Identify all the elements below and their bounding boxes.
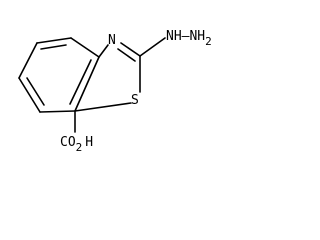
hydrazino-subscript: 2 (205, 35, 212, 48)
double-bond-c6-c7 (26, 77, 45, 106)
hydrazino-nh: NH (166, 29, 182, 44)
bond-c2-hydrazino (139, 37, 166, 57)
carboxyl-h: H (85, 135, 93, 150)
hydrazino-label: NH–NH2 (166, 29, 212, 48)
ring-sulfur-label: S (131, 93, 139, 108)
bond-c3a-n3 (98, 44, 109, 58)
double-bond-c4-c5 (40, 44, 67, 50)
bond-c5-c6 (18, 42, 38, 79)
bond-c3a-c4 (70, 37, 100, 58)
thiazole-ring (74, 42, 141, 112)
carboxyl-subscript: 2 (76, 141, 83, 154)
hydrazino-nh2: NH (189, 29, 205, 44)
bond-n3-c2-double-b (117, 48, 136, 62)
bond-s1-c7a (74, 102, 132, 112)
bond-c6-c7 (18, 77, 41, 113)
double-bond-c7a-c3a (69, 59, 92, 105)
bond-c4-c5 (36, 37, 72, 44)
ring-nitrogen-label: N (108, 33, 116, 48)
carboxyl-co: CO (60, 135, 76, 150)
bond-n3-c2-double-a (120, 42, 141, 57)
bond-c7a-c3a (74, 56, 100, 112)
hydrazino-dash: – (182, 29, 190, 44)
benzene-ring (18, 37, 100, 113)
bond-c7-c7a (39, 110, 76, 113)
